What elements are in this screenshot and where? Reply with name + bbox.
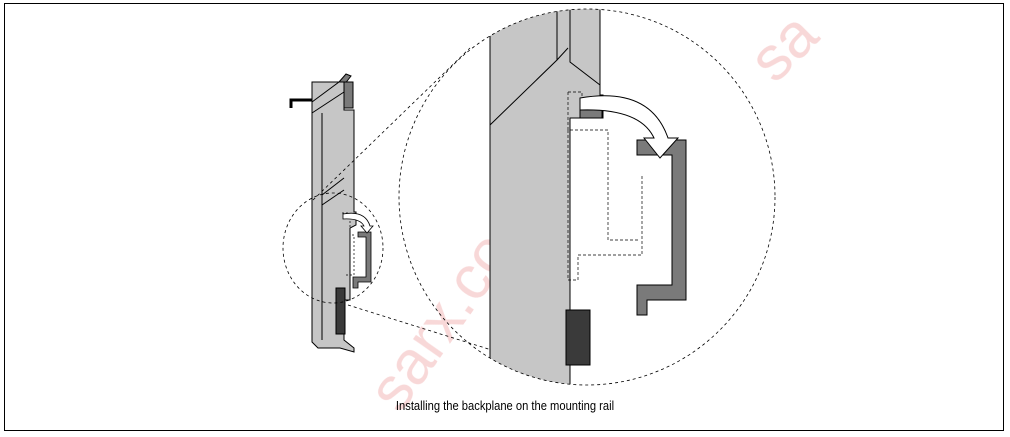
detail-magnifier-circle (398, 8, 776, 386)
detail-connector-block (565, 309, 591, 366)
mounting-rail-small (352, 231, 372, 289)
top-hook-left (289, 98, 315, 108)
snap-arrow-small (342, 212, 374, 234)
detail-module-body (489, 9, 604, 385)
watermark-text-2: sa (736, 0, 831, 95)
figure-caption: Installing the backplane on the mounting… (395, 398, 615, 413)
snap-arrow-detail (579, 95, 680, 159)
small-magnifier-circle (282, 192, 384, 304)
detail-view (489, 9, 687, 385)
connector-block (335, 287, 346, 335)
top-connector (343, 81, 354, 109)
mounting-rail-detail (636, 139, 687, 316)
backplane-module (311, 81, 357, 353)
magnifier-lines (312, 47, 499, 353)
small-module-view (289, 73, 374, 353)
detail-latch (579, 109, 603, 119)
